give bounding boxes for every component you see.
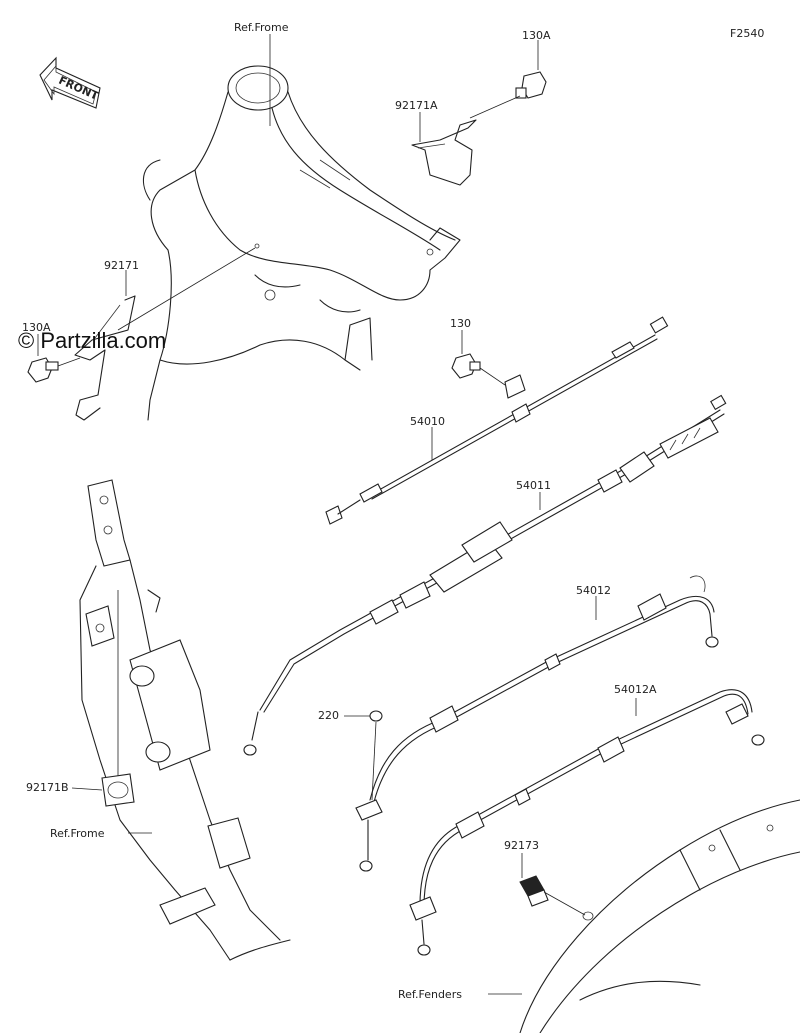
label-92171: 92171 xyxy=(104,259,139,272)
label-92173: 92173 xyxy=(504,839,539,852)
bolt-130a-top-illustration xyxy=(469,71,547,119)
figure-code: F2540 xyxy=(730,27,765,40)
label-54012: 54012 xyxy=(576,584,611,597)
label-130a-left: 130A xyxy=(22,321,51,334)
cable-54012a-illustration xyxy=(409,689,765,956)
label-54012a: 54012A xyxy=(614,683,657,696)
label-92171b: 92171B xyxy=(26,781,69,794)
label-54010: 54010 xyxy=(410,415,445,428)
label-ref-frame-bottom: Ref.Frome xyxy=(50,827,105,840)
label-130: 130 xyxy=(450,317,471,330)
rear-fender-illustration xyxy=(519,799,800,1033)
cable-54012-illustration xyxy=(355,575,719,872)
clip-92171b-illustration xyxy=(101,773,135,807)
cable-54011-illustration xyxy=(243,394,727,756)
clamp-92171-illustration xyxy=(74,243,260,421)
front-arrow-icon: FRONT xyxy=(39,56,101,109)
screw-220-illustration xyxy=(369,710,383,801)
clamp-92171a-illustration xyxy=(411,119,477,186)
label-220: 220 xyxy=(318,709,339,722)
label-ref-frame-top: Ref.Frome xyxy=(234,21,289,34)
watermark-text: © Partzilla.com xyxy=(18,328,167,353)
clip-92173-illustration xyxy=(519,875,594,921)
label-92171a: 92171A xyxy=(395,99,438,112)
label-54011: 54011 xyxy=(516,479,551,492)
upper-frame-illustration xyxy=(142,65,461,421)
label-130a-top: 130A xyxy=(522,29,551,42)
cable-54010-illustration xyxy=(325,316,669,525)
bolt-130a-left-illustration xyxy=(27,357,81,383)
bolt-130-illustration xyxy=(451,353,526,399)
lower-frame-illustration xyxy=(79,479,291,961)
leader-lines xyxy=(37,34,637,995)
label-ref-fenders: Ref.Fenders xyxy=(398,988,462,1001)
